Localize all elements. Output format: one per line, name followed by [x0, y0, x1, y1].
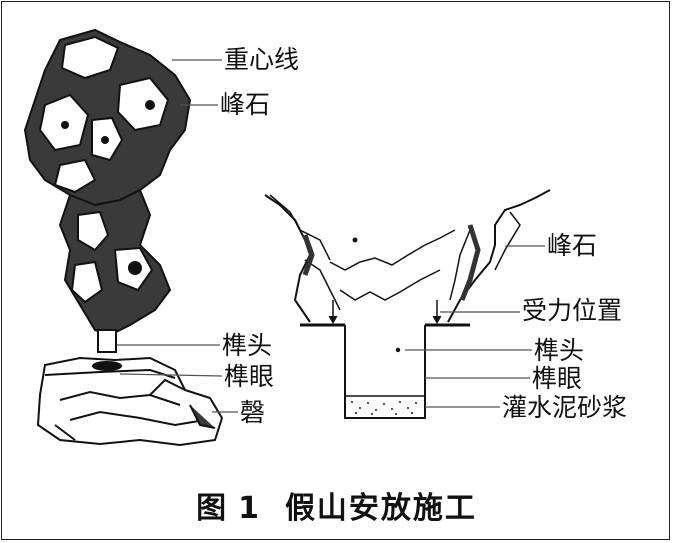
- left-peak-stone-drawing: [23, 28, 224, 447]
- right-leader-lines: [405, 245, 545, 408]
- label-force-position: 受力位置: [522, 296, 623, 325]
- label-base-stone: 磬: [240, 398, 266, 427]
- label-mortise-left: 榫眼: [224, 362, 275, 391]
- label-center-line: 重心线: [224, 45, 300, 74]
- left-leader-lines: [117, 59, 238, 413]
- caption-figure: 图: [196, 491, 229, 526]
- label-peak-stone-left: 峰石: [220, 90, 271, 119]
- right-section-drawing: [264, 189, 551, 419]
- caption-number: 1: [238, 491, 261, 526]
- label-mortar: 灌水泥砂浆: [502, 393, 628, 422]
- label-mortise-right: 榫眼: [532, 364, 583, 393]
- label-peak-stone-right: 峰石: [547, 231, 598, 260]
- label-tenon-left: 榫头: [222, 331, 273, 360]
- caption-title: 假山安放施工: [284, 491, 477, 526]
- label-tenon-right: 榫头: [534, 336, 585, 365]
